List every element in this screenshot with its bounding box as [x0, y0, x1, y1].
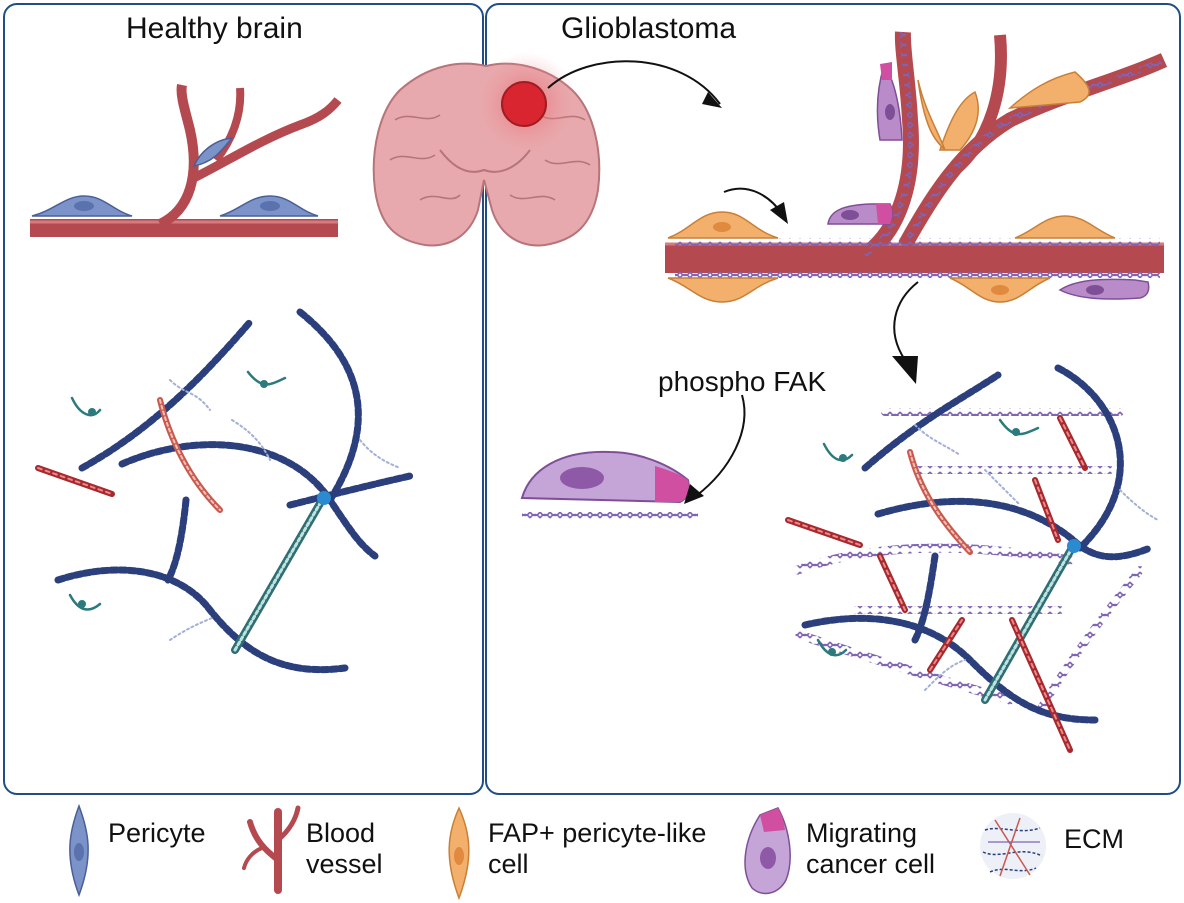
brain-coronal-section: [372, 52, 601, 247]
legend-label-pericyte: Pericyte: [108, 818, 206, 848]
glioblastoma-title: Glioblastoma: [561, 12, 737, 45]
migrating-cancer-cell-icon: [744, 807, 791, 895]
legend-label-blood-vessel: Blood vessel: [306, 818, 383, 879]
healthy-pericytes: [31, 137, 319, 217]
legend-label-ecm: ECM: [1064, 824, 1124, 854]
arrow-head: [892, 356, 918, 384]
tumor-arrow: [547, 60, 721, 105]
fak-arrow: [695, 394, 746, 497]
ecm-icon: [980, 813, 1046, 879]
ecm-arrow: [893, 281, 919, 361]
fap-pericyte-like-cell-icon: [448, 806, 470, 901]
blood-vessel-icon: [242, 805, 301, 894]
legend-label-fap-cell: FAP+ pericyte-like cell: [488, 818, 707, 879]
healthy-brain-panel: [3, 3, 484, 795]
glioblastoma-panel: [485, 3, 1181, 795]
gbm-ecm: [785, 364, 1159, 753]
legend-label-cancer-cell: Migrating cancer cell: [806, 818, 936, 879]
arrow-head: [684, 484, 704, 504]
arrow-head: [770, 202, 788, 224]
healthy-blood-vessel: [30, 84, 342, 237]
phospho-fak-cell: [520, 450, 698, 520]
gbm-blood-vessel: [665, 31, 1168, 278]
healthy-ecm: [35, 308, 414, 674]
phospho-fak-label: phospho FAK: [658, 366, 827, 397]
gbm-cancer-cells: [827, 62, 1150, 300]
pericyte-icon: [69, 803, 89, 898]
healthy-brain-title: Healthy brain: [126, 12, 303, 45]
gbm-fap-cells: [667, 71, 1116, 303]
arrow-head: [702, 92, 722, 108]
